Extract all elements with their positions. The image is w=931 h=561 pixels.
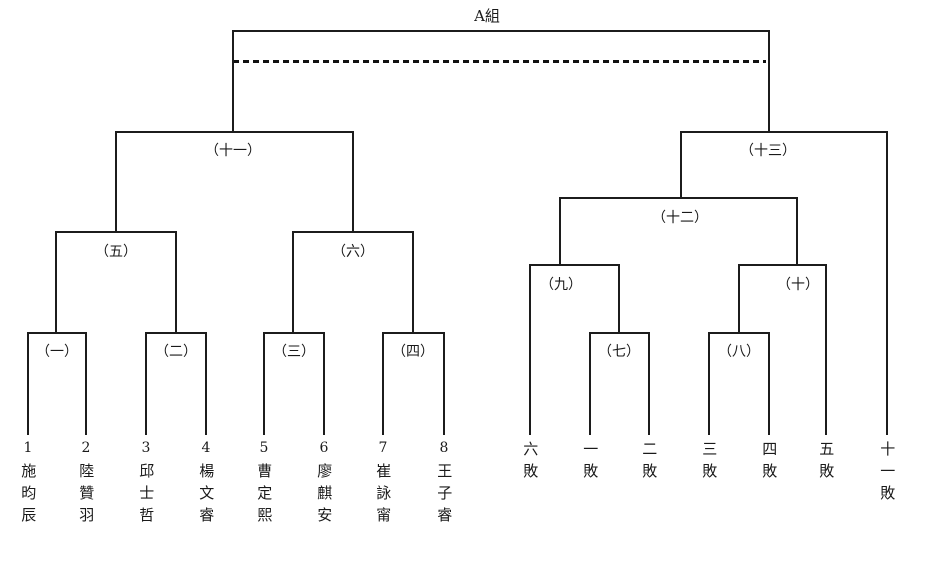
match-6-right-leg	[412, 231, 414, 334]
player-seed: 5	[259, 440, 269, 456]
match-3-label: （三）	[273, 344, 315, 360]
loser-slot-label: 五敗	[817, 441, 836, 485]
match-13-right-leg	[886, 131, 888, 435]
match-3-bar	[263, 332, 325, 334]
match-4-right-leg	[443, 332, 445, 435]
loser-slot-5: 四敗	[760, 441, 779, 485]
match-10-bar	[738, 264, 827, 266]
match-6-bar	[292, 231, 414, 233]
player-column-2: 2 陸贊羽	[77, 440, 96, 529]
match-13-bar	[680, 131, 888, 133]
match-5-left-leg	[55, 231, 57, 334]
match-4-label: （四）	[392, 344, 434, 360]
player-name: 陸贊羽	[77, 463, 96, 529]
match-5-bar	[55, 231, 177, 233]
match-7-left-leg	[589, 332, 591, 435]
loser-slot-label: 六敗	[521, 441, 540, 485]
match-2-left-leg	[145, 332, 147, 435]
loser-slot-2: 一敗	[581, 441, 600, 485]
match-9-right-leg	[618, 264, 620, 334]
match-9-label: （九）	[540, 277, 582, 293]
player-seed: 2	[81, 440, 91, 456]
player-column-7: 7 崔詠甯	[374, 440, 393, 529]
player-column-6: 6 廖麒安	[315, 440, 334, 529]
match-4-left-leg	[382, 332, 384, 435]
match-5-right-leg	[175, 231, 177, 334]
match-9-left-leg	[529, 264, 531, 435]
loser-slot-label: 一敗	[581, 441, 600, 485]
match-8-bar	[708, 332, 770, 334]
match-7-label: （七）	[598, 344, 640, 360]
match-13-left-leg	[680, 131, 682, 199]
loser-slot-label: 二敗	[640, 441, 659, 485]
loser-slot-label: 三敗	[700, 441, 719, 485]
match-11-label: （十一）	[205, 143, 261, 159]
loser-slot-1: 六敗	[521, 441, 540, 485]
match-11-right-leg	[352, 131, 354, 233]
match-6-label: （六）	[332, 244, 374, 260]
player-name: 王子睿	[435, 463, 454, 529]
match-10-right-leg	[825, 264, 827, 435]
match-8-left-leg	[708, 332, 710, 435]
player-name: 廖麒安	[315, 463, 334, 529]
group-title: A組	[474, 7, 500, 25]
loser-slot-label: 四敗	[760, 441, 779, 485]
match-8-label: （八）	[718, 344, 760, 360]
player-column-3: 3 邱士哲	[137, 440, 156, 529]
match-11-left-leg	[115, 131, 117, 233]
loser-slot-6: 五敗	[817, 441, 836, 485]
player-name: 邱士哲	[137, 463, 156, 529]
match-1-label: （一）	[36, 344, 78, 360]
match-1-bar	[27, 332, 87, 334]
match-12-label: （十二）	[652, 210, 708, 226]
match-7-bar	[589, 332, 650, 334]
match-1-left-leg	[27, 332, 29, 435]
match-10-left-leg	[738, 264, 740, 334]
match-7-right-leg	[648, 332, 650, 435]
loser-slot-7: 十一敗	[878, 441, 897, 507]
match-8-right-leg	[768, 332, 770, 435]
loser-slot-3: 二敗	[640, 441, 659, 485]
final-left-leg	[232, 30, 234, 133]
match-11-bar	[115, 131, 354, 133]
player-seed: 6	[319, 440, 329, 456]
player-name: 楊文睿	[197, 463, 216, 529]
player-name: 施昀辰	[19, 463, 38, 529]
loser-slot-label: 十一敗	[878, 441, 897, 507]
player-seed: 1	[23, 440, 33, 456]
player-seed: 3	[141, 440, 151, 456]
player-seed: 7	[378, 440, 388, 456]
match-12-right-leg	[796, 197, 798, 266]
match-5-label: （五）	[95, 244, 137, 260]
match-3-left-leg	[263, 332, 265, 435]
match-6-left-leg	[292, 231, 294, 334]
match-12-left-leg	[559, 197, 561, 266]
player-column-4: 4 楊文睿	[197, 440, 216, 529]
player-column-1: 1 施昀辰	[19, 440, 38, 529]
match-10-label: （十）	[777, 277, 819, 293]
match-2-bar	[145, 332, 207, 334]
grand-final-dashed-line	[233, 60, 766, 63]
final-right-leg	[768, 30, 770, 133]
player-column-8: 8 王子睿	[435, 440, 454, 529]
match-1-right-leg	[85, 332, 87, 435]
match-9-bar	[529, 264, 620, 266]
player-seed: 4	[201, 440, 211, 456]
player-column-5: 5 曹定熙	[255, 440, 274, 529]
player-seed: 8	[439, 440, 449, 456]
match-3-right-leg	[323, 332, 325, 435]
match-13-label: （十三）	[740, 143, 796, 159]
loser-slot-4: 三敗	[700, 441, 719, 485]
match-2-label: （二）	[155, 344, 197, 360]
match-2-right-leg	[205, 332, 207, 435]
match-4-bar	[382, 332, 445, 334]
player-name: 崔詠甯	[374, 463, 393, 529]
player-name: 曹定熙	[255, 463, 274, 529]
match-12-bar	[559, 197, 798, 199]
final-bar	[232, 30, 770, 32]
